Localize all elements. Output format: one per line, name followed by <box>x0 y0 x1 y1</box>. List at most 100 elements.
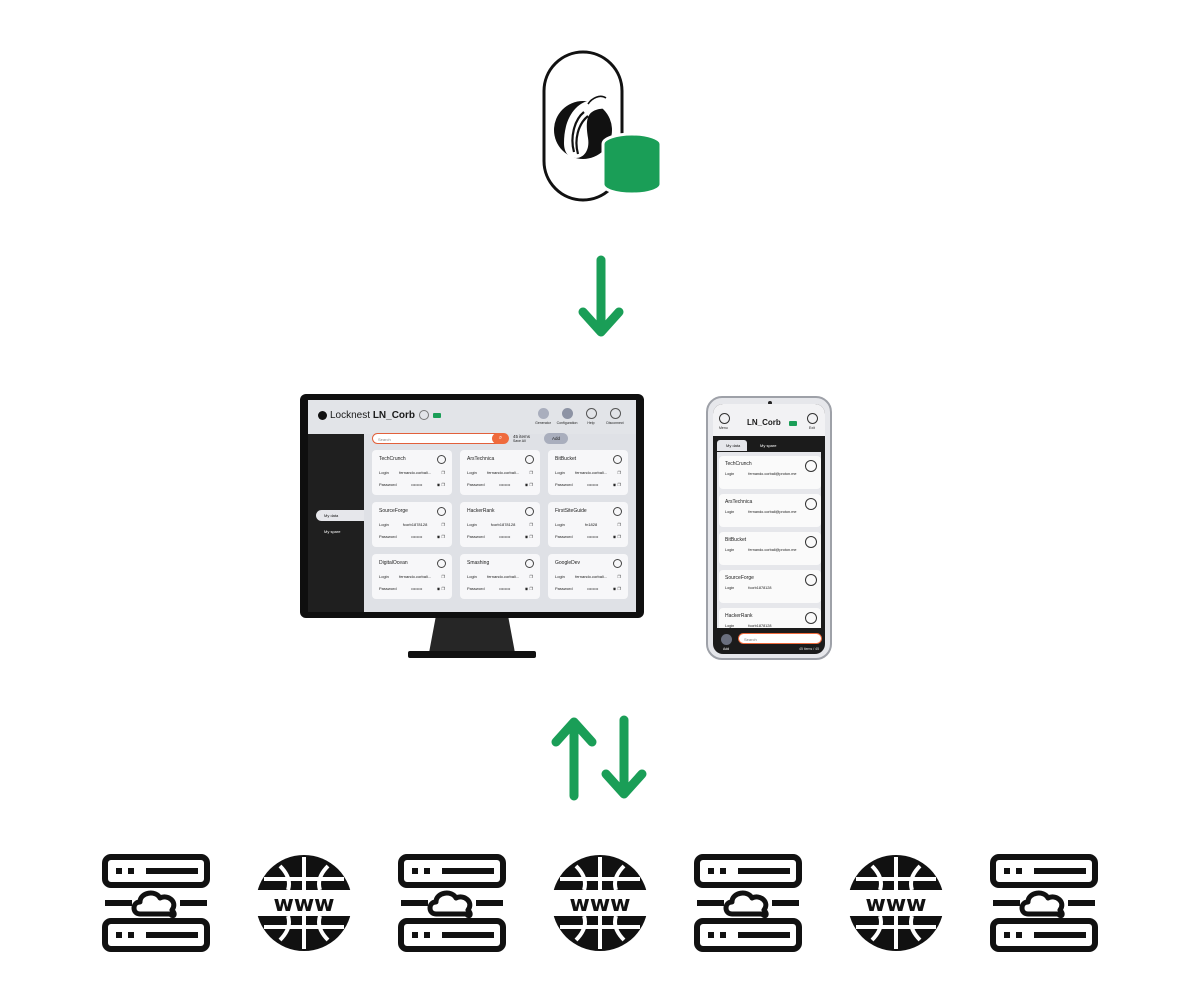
search-input[interactable]: Search <box>372 433 502 444</box>
info-icon[interactable] <box>419 410 430 421</box>
search-button[interactable]: ⌕ <box>492 433 509 444</box>
nav-configuration[interactable]: Configuration <box>552 408 582 425</box>
search-input[interactable]: Search <box>738 633 822 644</box>
login-value: fernando.corbali@proton.me <box>748 548 797 552</box>
info-icon[interactable] <box>613 559 622 568</box>
copy-icon[interactable]: ❐ <box>529 522 533 527</box>
copy-icon[interactable]: ❐ <box>529 470 533 475</box>
login-value: fn1828 <box>584 522 598 527</box>
battery-icon <box>433 412 442 418</box>
gear-icon <box>561 408 573 419</box>
field-label: Login <box>467 574 477 579</box>
brand-name: Locknest <box>330 410 371 421</box>
exit-icon[interactable] <box>807 413 818 424</box>
field-label: Login <box>725 472 735 476</box>
add-button[interactable]: Add <box>544 433 568 444</box>
nav-disconnect[interactable]: Disconnect <box>600 408 630 425</box>
mobile-header: Menu LN_Corb Exit <box>713 404 825 436</box>
info-icon[interactable] <box>525 455 534 464</box>
mobile-title: LN_Corb <box>747 418 781 427</box>
eye-icon[interactable]: ◉ ❐ <box>436 586 445 591</box>
login-value: fernando.corbali... <box>575 574 608 579</box>
info-icon[interactable] <box>525 507 534 516</box>
www-label: www <box>274 892 335 917</box>
mobile-screen: Menu LN_Corb Exit My data My spare TechC… <box>713 404 825 654</box>
sync-arrows <box>551 715 647 801</box>
eye-icon[interactable]: ◉ ❐ <box>612 534 621 539</box>
globe-www-icon: www <box>250 855 358 951</box>
copy-icon[interactable]: ❐ <box>617 522 621 527</box>
copy-icon[interactable]: ❐ <box>441 574 445 579</box>
nav-label: Configuration <box>556 421 578 425</box>
copy-icon[interactable]: ❐ <box>617 470 621 475</box>
info-icon[interactable] <box>525 559 534 568</box>
eye-icon[interactable]: ◉ ❐ <box>524 534 533 539</box>
info-icon[interactable] <box>805 460 817 472</box>
info-icon[interactable] <box>805 612 817 624</box>
server-cloud-icon <box>102 854 210 952</box>
info-icon[interactable] <box>805 574 817 586</box>
eye-icon[interactable]: ◉ ❐ <box>612 482 621 487</box>
login-value: fernando.corbali... <box>487 574 520 579</box>
device-name: LN_Corb <box>372 410 416 421</box>
help-icon <box>585 408 597 419</box>
copy-icon[interactable]: ❐ <box>617 574 621 579</box>
field-label: Login <box>725 510 735 514</box>
disconnect-icon <box>609 408 621 419</box>
card-title: TechCrunch <box>725 461 752 467</box>
eye-icon[interactable]: ◉ ❐ <box>524 586 533 591</box>
password-row: Password••••••••◉ ❐ <box>467 482 533 487</box>
monitor-stand <box>428 618 516 654</box>
card-title: BitBucket <box>555 456 577 462</box>
copy-icon[interactable]: ❐ <box>441 522 445 527</box>
eye-icon[interactable]: ◉ ❐ <box>524 482 533 487</box>
info-icon[interactable] <box>437 455 446 464</box>
nav-generator[interactable]: Generator <box>528 408 558 425</box>
info-icon[interactable] <box>613 507 622 516</box>
monitor-base <box>408 651 536 658</box>
item-count: 45 items / 45 <box>799 647 820 651</box>
copy-icon[interactable]: ❐ <box>441 470 445 475</box>
tab-my-data[interactable]: My data <box>717 440 747 451</box>
add-button[interactable] <box>721 634 732 645</box>
search-icon: ⌕ <box>498 435 503 441</box>
eye-icon[interactable]: ◉ ❐ <box>436 482 445 487</box>
info-icon[interactable] <box>437 559 446 568</box>
menu-icon[interactable] <box>719 413 730 424</box>
info-icon[interactable] <box>613 455 622 464</box>
eye-icon[interactable]: ◉ ❐ <box>612 586 621 591</box>
sidebar-item-my-data[interactable]: My data <box>316 510 364 521</box>
card-title: HackerRank <box>467 508 495 514</box>
info-icon[interactable] <box>805 498 817 510</box>
field-label: Password <box>467 482 485 487</box>
arrow-up-icon <box>551 717 597 801</box>
sidebar-item-my-spare[interactable]: My spare <box>316 526 364 537</box>
nav-help[interactable]: Help <box>576 408 606 425</box>
www-label: www <box>866 892 927 917</box>
eye-icon[interactable]: ◉ ❐ <box>436 534 445 539</box>
info-icon[interactable] <box>437 507 446 516</box>
info-icon[interactable] <box>805 536 817 548</box>
field-label: Login <box>555 574 565 579</box>
tab-my-spare[interactable]: My spare <box>760 443 777 448</box>
copy-icon[interactable]: ❐ <box>529 574 533 579</box>
